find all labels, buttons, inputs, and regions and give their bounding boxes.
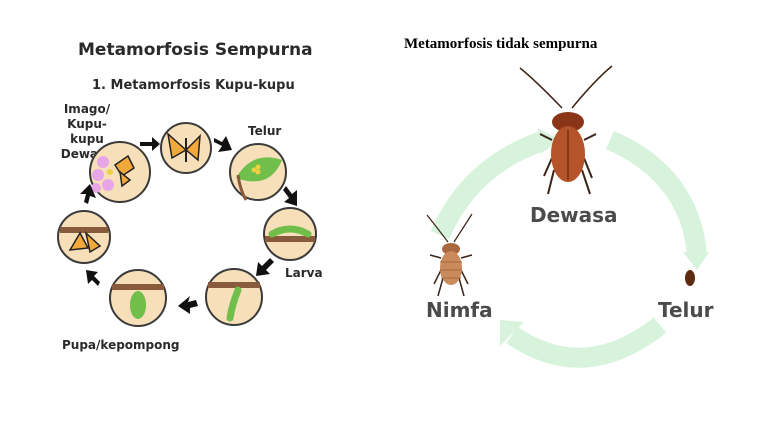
arrow-egg-to-caterpillar xyxy=(283,186,297,206)
pupa-stage-label: Pupa/kepompong xyxy=(62,338,180,352)
nymph-cockroach-illustration xyxy=(426,213,473,297)
cycle-arrow-adult-to-egg xyxy=(605,130,707,257)
cycle-arrows-black xyxy=(80,136,297,314)
stage-circle-pupa xyxy=(109,269,167,327)
cycle-arrow-adult-to-egg-head xyxy=(683,252,709,270)
imago-label-line2: Kupu-kupu xyxy=(67,117,107,146)
cycle-arrow-nymph-to-adult-head xyxy=(538,128,560,154)
arrow-pupa-to-emerging xyxy=(86,270,100,286)
left-diagram-subtitle: 1. Metamorfosis Kupu-kupu xyxy=(92,78,295,93)
egg-stage-label: Telur xyxy=(248,124,282,138)
imago-label-line1: Imago/ xyxy=(63,102,111,116)
cycle-arrow-nymph-to-adult xyxy=(430,130,549,240)
adult-cockroach-illustration xyxy=(519,65,613,195)
butterfly-cycle xyxy=(57,122,317,327)
arrow-larva-to-pupa xyxy=(178,296,198,314)
cycle-arrow-egg-to-nymph-head xyxy=(500,320,524,346)
adult-stage-label: Dewasa xyxy=(530,203,618,227)
arrow-caterpillar-to-larva xyxy=(256,258,274,276)
stage-circle-larva xyxy=(205,268,263,326)
right-diagram-title: Metamorfosis tidak sempurna xyxy=(404,36,598,52)
arrow-flower-to-butterfly xyxy=(140,137,160,151)
arrow-butterfly-to-egg xyxy=(214,136,232,152)
cycle-arrow-egg-to-nymph xyxy=(506,317,667,368)
larva-stage-label: Larva xyxy=(285,266,323,280)
stage-circle-adult-flower xyxy=(89,141,151,203)
nymph-stage-label: Nimfa xyxy=(426,298,493,322)
stage-circle-emerging xyxy=(57,210,111,264)
egg-stage-label-right: Telur xyxy=(658,298,714,322)
cockroach-cycle xyxy=(426,65,709,368)
stage-circle-egg xyxy=(229,143,287,201)
left-diagram-title: Metamorfosis Sempurna xyxy=(78,40,313,60)
egg-case-illustration xyxy=(685,270,695,286)
arrow-emerging-to-flower xyxy=(80,184,96,204)
stage-circle-butterfly xyxy=(160,122,212,174)
stage-circle-caterpillar xyxy=(263,207,317,261)
